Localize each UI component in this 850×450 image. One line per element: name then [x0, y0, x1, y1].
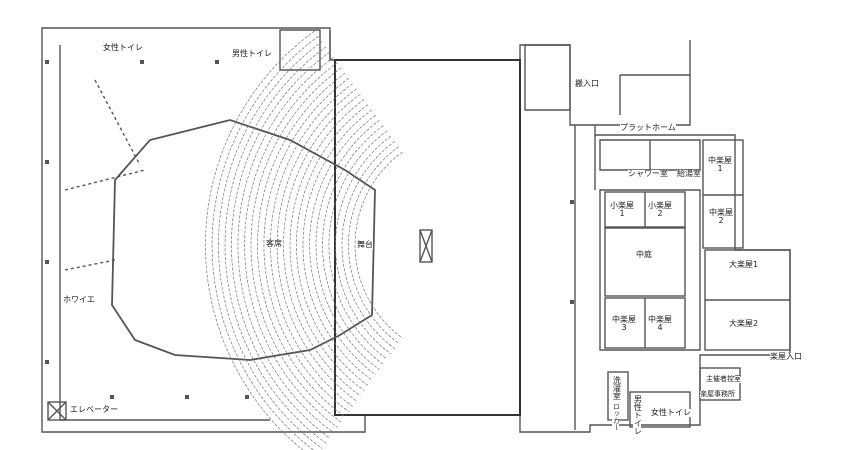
- seat-row: [211, 36, 319, 450]
- seat-row: [270, 83, 353, 407]
- seat-row: [244, 62, 338, 428]
- label-mens-toilet: 男性トイレ: [232, 49, 272, 59]
- elevator-box: [47, 401, 67, 421]
- label-dressing-entrance: 楽屋入口: [770, 352, 802, 362]
- dressing-12-box: [702, 139, 744, 249]
- column: [45, 360, 49, 364]
- stairs-top: [279, 29, 331, 71]
- label-laundry: 洗濯室: [612, 376, 622, 400]
- seat-row: [328, 130, 388, 360]
- seat-row: [283, 93, 361, 397]
- auditorium-outline: [111, 119, 376, 361]
- courtyard-box: [604, 227, 686, 297]
- column: [185, 395, 189, 399]
- foyer-wall: [59, 45, 270, 421]
- label-womens-toilet-small: 女性トイレ: [651, 408, 691, 418]
- column: [245, 395, 249, 399]
- label-elevator: エレベーター: [70, 405, 118, 414]
- label-small-dressing-2: 小楽屋 2: [648, 201, 672, 219]
- columns: [45, 60, 574, 399]
- label-shower-room: シャワー室: [628, 169, 668, 179]
- seat-row: [257, 72, 346, 418]
- shower-block: [599, 139, 701, 171]
- stage-mark: [419, 229, 433, 263]
- label-foyer: ホワイエ: [63, 295, 95, 305]
- stage-house: [334, 59, 521, 416]
- label-loading-entrance: 搬入口: [575, 79, 599, 89]
- column: [140, 60, 144, 64]
- seat-row: [289, 99, 365, 391]
- seat-row: [348, 146, 399, 344]
- backstage-wall: [574, 125, 701, 430]
- seat-row: [354, 151, 403, 339]
- seat-row: [309, 114, 376, 376]
- column: [110, 395, 114, 399]
- label-dressing-office: 楽屋事務所: [700, 390, 735, 399]
- column: [45, 60, 49, 64]
- label-courtyard: 中庭: [636, 250, 652, 260]
- seat-row: [302, 109, 373, 381]
- seat-row: [231, 51, 331, 439]
- seat-row: [224, 46, 327, 444]
- label-womens-toilet: 女性トイレ: [103, 43, 143, 53]
- seat-row: [296, 104, 369, 386]
- label-seats: 客席: [266, 239, 282, 249]
- office-box: [699, 367, 741, 401]
- label-medium-dressing-1: 中楽屋 1: [708, 156, 732, 174]
- label-locker: ロッカー: [612, 403, 621, 431]
- label-large-dressing-2: 大楽屋2: [729, 319, 759, 329]
- seat-row: [335, 135, 392, 355]
- label-large-dressing-1: 大楽屋1: [729, 260, 759, 270]
- label-platform: プラットホーム: [620, 123, 676, 133]
- label-stage: 舞台: [357, 240, 373, 250]
- label-medium-dressing-2: 中楽屋 2: [709, 208, 733, 226]
- column: [45, 260, 49, 264]
- platform-outline: [595, 40, 691, 126]
- label-kitchenette: 給湯室: [677, 169, 701, 179]
- label-stage-mgmt: 主催者控室: [706, 375, 741, 384]
- column: [570, 300, 574, 304]
- seat-row: [250, 67, 342, 423]
- column: [45, 160, 49, 164]
- column: [570, 200, 574, 204]
- outer-wall: [41, 27, 791, 433]
- seat-row: [341, 141, 396, 349]
- label-mens-toilet-small: 男性トイレ: [633, 395, 643, 435]
- label-small-dressing-1: 小楽屋 1: [610, 201, 634, 219]
- seat-row: [315, 120, 380, 370]
- seat-row: [237, 57, 334, 433]
- column: [215, 60, 219, 64]
- seat-row: [263, 78, 350, 412]
- seat-row: [218, 41, 323, 449]
- seat-row: [205, 30, 315, 450]
- label-medium-dressing-4: 中楽屋 4: [648, 315, 672, 333]
- loading-block: [524, 44, 571, 111]
- label-medium-dressing-3: 中楽屋 3: [612, 315, 636, 333]
